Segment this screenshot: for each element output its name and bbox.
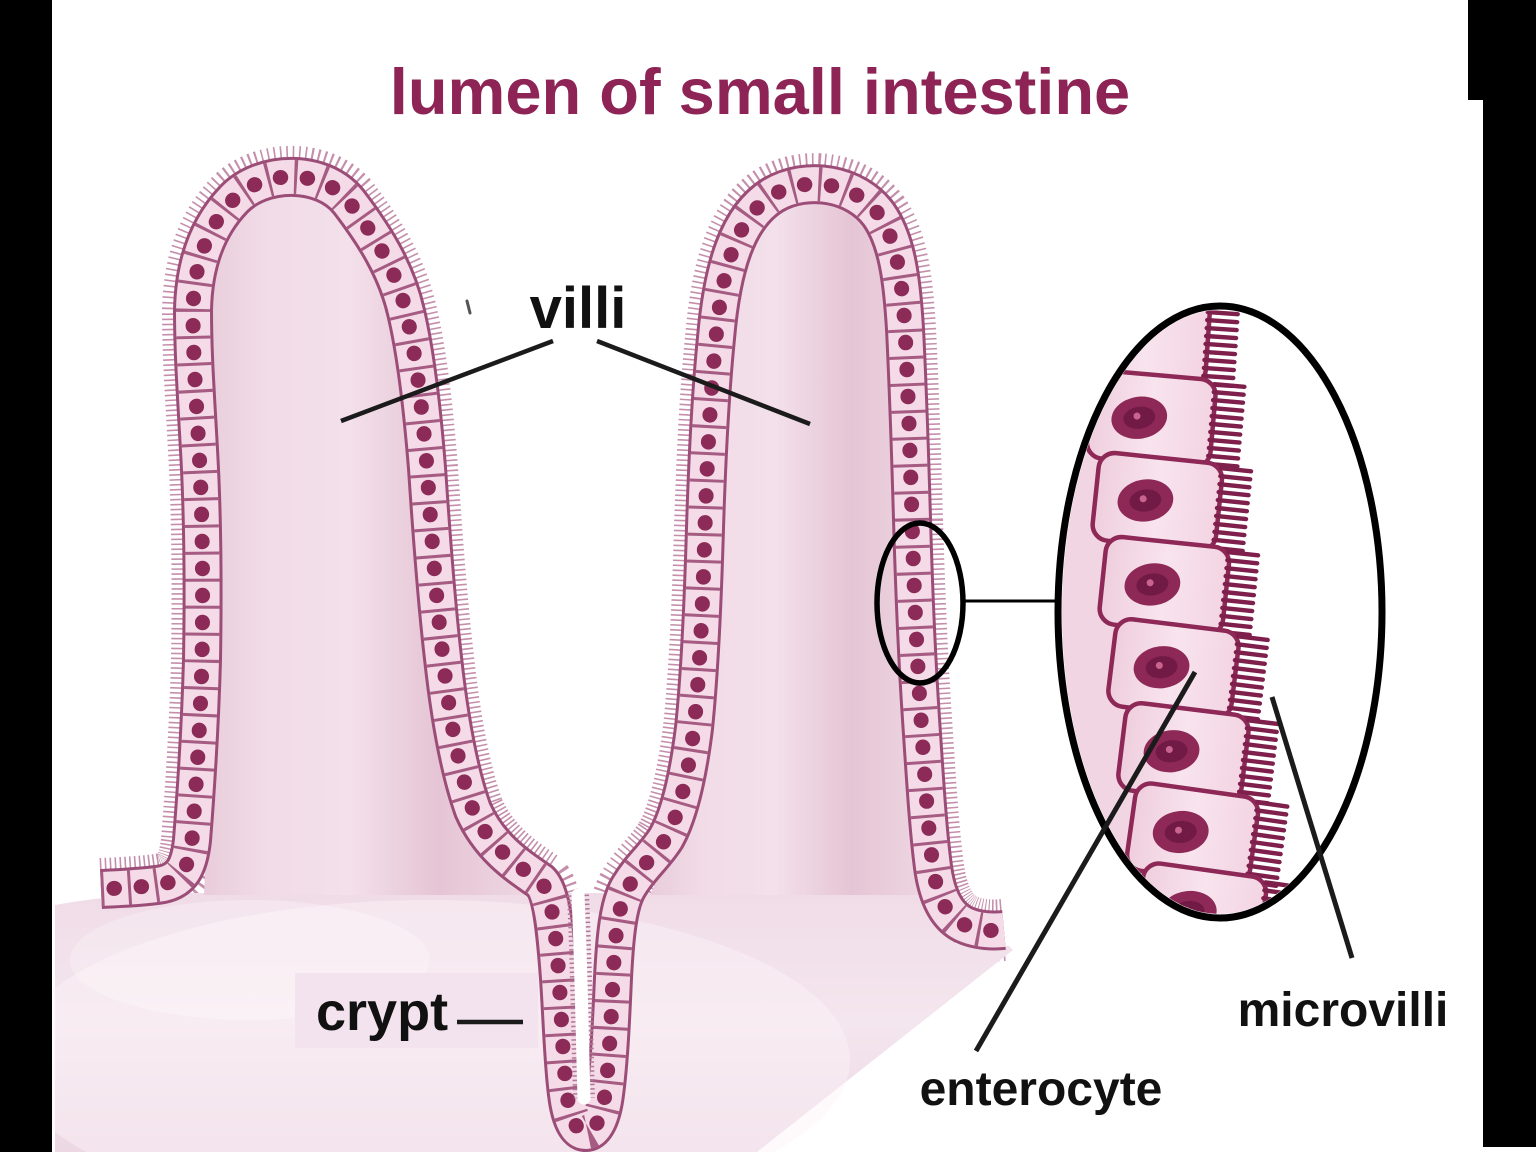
right-frame-bar-top — [1468, 0, 1536, 100]
left-frame-bar — [0, 0, 52, 1152]
villi-leader-left — [340, 338, 554, 424]
right-frame-bar — [1483, 100, 1536, 1147]
magnifier-source-circle — [874, 520, 966, 686]
crypt-label: crypt — [316, 982, 448, 1042]
enterocyte-label: enterocyte — [920, 1063, 1163, 1116]
figure-title: lumen of small intestine — [390, 55, 1130, 128]
enterocyte-leader — [973, 670, 1198, 1053]
magnifier-inset — [1054, 302, 1386, 922]
crypt-label-background — [295, 973, 538, 1048]
stray-mark — [465, 299, 472, 315]
villi-leader-right — [596, 338, 811, 427]
crypt-lumen — [571, 888, 591, 1105]
microvilli-leader — [1269, 696, 1355, 959]
villi-label: villi — [530, 276, 627, 341]
microvilli-label: microvilli — [1238, 984, 1449, 1037]
right-villus-core — [650, 199, 929, 895]
left-villus-core — [204, 192, 528, 895]
